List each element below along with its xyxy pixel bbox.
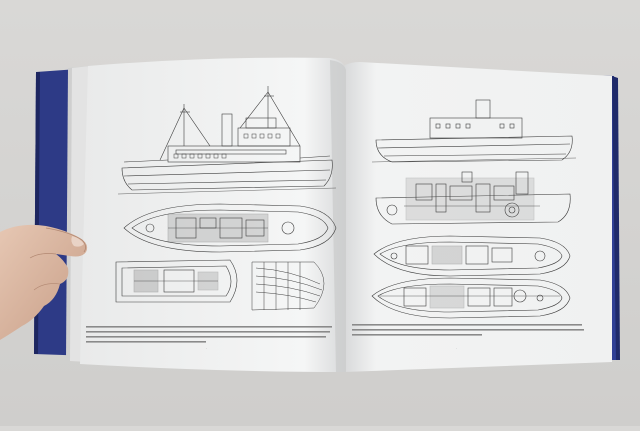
left-page bbox=[80, 57, 344, 373]
deck-plan-drawing bbox=[123, 203, 337, 253]
hand bbox=[0, 224, 88, 340]
lower-deck-plan-drawing bbox=[115, 259, 238, 303]
gutter-shadow bbox=[330, 60, 346, 372]
tug-section-drawing bbox=[375, 171, 571, 225]
main-deck-plan-drawing bbox=[371, 277, 571, 319]
right-page-number-mark: · bbox=[456, 346, 457, 351]
right-caption-lines bbox=[352, 324, 584, 336]
tug-side-elevation-drawing bbox=[371, 99, 577, 163]
hull-lines-drawing bbox=[251, 261, 325, 311]
left-page-number-mark: · bbox=[206, 346, 207, 351]
left-caption-lines bbox=[86, 326, 332, 343]
tug-profile-drawing bbox=[117, 86, 337, 195]
upper-deck-plan-drawing bbox=[373, 235, 571, 277]
